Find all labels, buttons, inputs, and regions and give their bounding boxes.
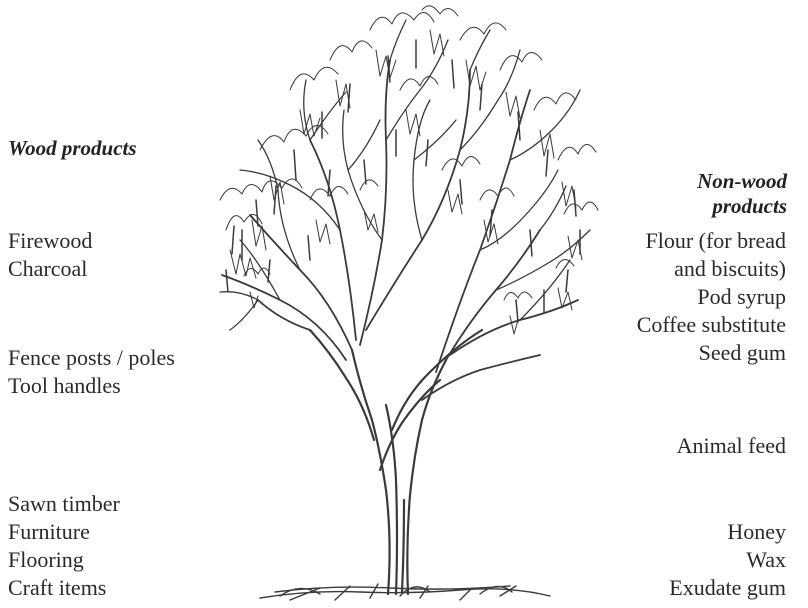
ground-lines xyxy=(260,584,550,600)
non-wood-heading-line-2: products xyxy=(627,194,787,219)
wood-products-heading: Wood products xyxy=(8,136,137,161)
wood-item-charcoal: Charcoal xyxy=(8,256,87,282)
non-wood-item-animal-feed: Animal feed xyxy=(677,433,786,459)
wood-item-furniture: Furniture xyxy=(8,519,90,545)
non-wood-item-coffee-substitute: Coffee substitute xyxy=(637,312,786,338)
non-wood-item-flour: Flour (for bread xyxy=(645,228,786,254)
non-wood-heading-line-1: Non-wood xyxy=(627,169,787,194)
wood-item-tool-handles: Tool handles xyxy=(8,373,121,399)
non-wood-item-exudate-gum: Exudate gum xyxy=(669,575,786,601)
wood-item-flooring: Flooring xyxy=(8,547,84,573)
wood-item-fence-posts: Fence posts / poles xyxy=(8,345,175,371)
non-wood-item-seed-gum: Seed gum xyxy=(699,340,786,366)
non-wood-item-wax: Wax xyxy=(746,547,786,573)
non-wood-item-honey: Honey xyxy=(727,519,786,545)
non-wood-item-bread-biscuits: and biscuits) xyxy=(674,256,786,282)
non-wood-products-heading: Non-wood products xyxy=(627,169,787,219)
trunk-lines xyxy=(310,330,482,594)
foliage-scribbles xyxy=(220,6,598,334)
limb-lines xyxy=(222,60,578,400)
tree-sketch-illustration xyxy=(160,0,640,608)
wood-item-craft-items: Craft items xyxy=(8,575,106,601)
tree-icon xyxy=(160,0,640,608)
wood-item-firewood: Firewood xyxy=(8,228,92,254)
wood-item-sawn-timber: Sawn timber xyxy=(8,491,120,517)
hanging-pods xyxy=(226,40,580,322)
branch-lines xyxy=(220,20,590,330)
non-wood-item-pod-syrup: Pod syrup xyxy=(697,284,786,310)
